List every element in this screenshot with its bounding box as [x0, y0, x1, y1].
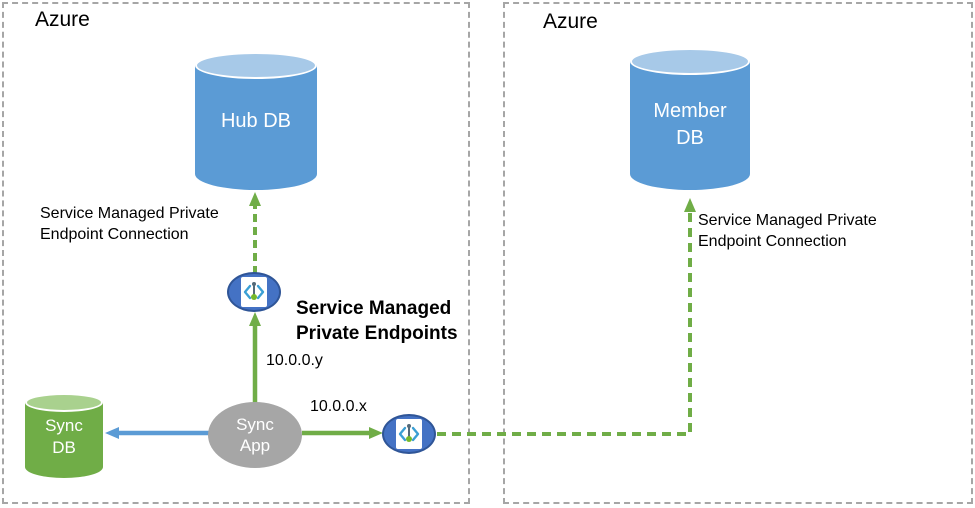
private-link-icon — [396, 419, 422, 449]
member-db-label-line2: DB — [676, 127, 704, 149]
arrow-member-endpoint-to-member-db — [437, 198, 696, 436]
left-endpoint-connection-label: Service Managed Private Endpoint Connect… — [40, 203, 219, 245]
sync-db-node: Sync DB — [25, 393, 103, 478]
sync-db-label-line2: DB — [52, 438, 76, 457]
right-endpoint-connection-line2: Endpoint Connection — [698, 233, 847, 250]
service-managed-private-endpoints-line2: Private Endpoints — [296, 323, 458, 344]
member-db-node: Member DB — [630, 48, 750, 190]
sync-db-label: Sync DB — [25, 415, 103, 459]
member-db-label: Member DB — [630, 98, 750, 152]
hub-db-node: Hub DB — [195, 52, 317, 190]
hub-db-cylinder-body — [195, 65, 317, 190]
sync-app-label: Sync App — [236, 414, 274, 456]
azure-region-right-label: Azure — [543, 10, 598, 33]
member-db-cylinder-top — [630, 48, 750, 75]
private-link-icon — [241, 277, 267, 307]
left-endpoint-connection-line1: Service Managed Private — [40, 205, 219, 222]
left-endpoint-connection-line2: Endpoint Connection — [40, 226, 189, 243]
azure-region-left-label: Azure — [35, 8, 90, 31]
member-private-endpoint-node — [382, 414, 436, 454]
service-managed-private-endpoints-line1: Service Managed — [296, 298, 452, 319]
right-endpoint-connection-label: Service Managed Private Endpoint Connect… — [698, 210, 877, 252]
sync-db-cylinder-top — [25, 393, 103, 412]
sync-app-node: Sync App — [208, 402, 302, 468]
service-managed-private-endpoints-label: Service Managed Private Endpoints — [296, 296, 458, 346]
member-db-cylinder-body — [630, 61, 750, 190]
member-db-label-line1: Member — [653, 100, 727, 122]
sync-db-cylinder-body — [25, 402, 103, 478]
sync-app-label-line2: App — [239, 436, 271, 455]
ip-label-vertical: 10.0.0.y — [266, 352, 323, 369]
sync-app-label-line1: Sync — [236, 415, 274, 434]
hub-db-cylinder-top — [195, 52, 317, 79]
sync-db-label-line1: Sync — [45, 416, 83, 435]
hub-db-label: Hub DB — [220, 110, 292, 132]
ip-label-horizontal: 10.0.0.x — [310, 398, 367, 415]
hub-private-endpoint-node — [227, 272, 281, 312]
right-endpoint-connection-line1: Service Managed Private — [698, 212, 877, 229]
